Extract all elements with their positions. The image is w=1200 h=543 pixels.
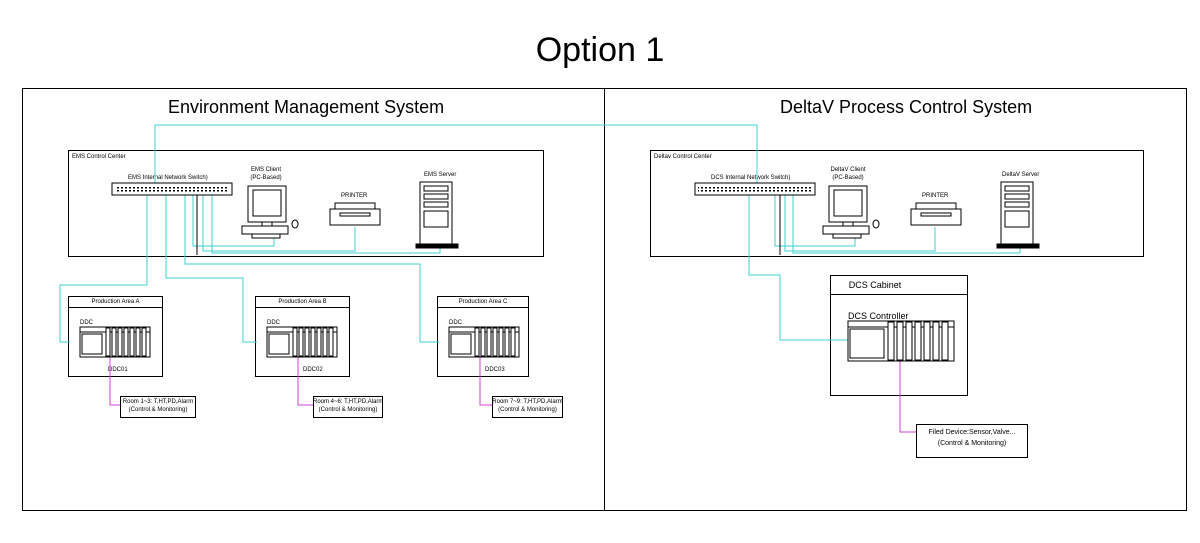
link-switch-printer-dcs [784, 195, 936, 252]
dcs-server-icon [996, 181, 1040, 249]
production-area-a-label: Production Area A [91, 299, 140, 305]
dcs-printer-label: PRINTER [922, 193, 949, 199]
ems-server-label: EMS Server [424, 172, 457, 178]
production-area-c-label: Production Area C [458, 299, 508, 305]
dcs-cabinet-divider [830, 294, 968, 295]
field-links [109, 357, 916, 433]
ems-system-title: Environment Management System [168, 97, 445, 117]
link-switch-client-dcs [774, 195, 856, 247]
dcs-server-label: DeltaV Server [1002, 172, 1040, 178]
field-device-line2: (Control & Monitoring) [937, 440, 1007, 447]
room-box-2-line1: Room 4~6: T,HT,PD,Alarm [313, 399, 384, 405]
field-device-line1: Filed Device:Sensor,Valve... [928, 429, 1016, 436]
dcs-network-links [748, 195, 1021, 341]
page-title: Option 1 [535, 31, 665, 69]
production-area-c [437, 296, 529, 377]
production-area-b-divider [255, 307, 350, 308]
dcs-cabinet [830, 275, 968, 396]
link-switch-ddc01 [59, 195, 148, 343]
dcs-control-center [650, 150, 1144, 257]
link-switch-cabinet [748, 195, 850, 341]
dcs-panel [604, 88, 1187, 511]
link-switch-server-dcs [792, 195, 1021, 254]
link-switch-printer-ems [202, 195, 356, 252]
link-switch-server-ems [211, 195, 441, 254]
production-area-a-divider [68, 307, 163, 308]
link-switch-client-ems [192, 195, 275, 247]
production-area-c-divider [437, 307, 529, 308]
ems-control-center-label: EMS Control Center [72, 154, 126, 160]
production-area-b-label: Production Area B [278, 299, 327, 305]
dcs-switch-label: DCS Internal Network Switch) [711, 175, 791, 181]
room-box-3-line1: Room 7~9: T,HT,PD,Alarm [492, 399, 563, 405]
ddc01-rack-icon [79, 326, 151, 358]
room-box-1-line2: (Control & Monitoring) [128, 407, 188, 413]
ems-dcs-trunk-link [154, 124, 758, 188]
field-device-box [916, 424, 1028, 458]
ems-server-icon [415, 181, 459, 249]
ems-switch-icon [111, 182, 233, 196]
ddc01-id: DDC01 [108, 367, 128, 373]
dcs-controller-rack-icon [847, 320, 955, 362]
ddc03-tag: DDC [449, 320, 462, 326]
dcs-printer-icon [910, 202, 962, 226]
dcs-client-pc-icon [822, 185, 880, 239]
ems-client-label-1: EMS Client [250, 167, 281, 173]
ddc02-id: DDC02 [303, 367, 323, 373]
dcs-client-label-1: DeltaV Client [830, 167, 866, 173]
room-box-2 [313, 396, 383, 418]
link-controller-field [899, 360, 916, 433]
ddc02-tag: DDC [267, 320, 280, 326]
dcs-switch-icon [694, 182, 816, 196]
link-switch-ddc02 [165, 195, 257, 343]
link-ddc01-room [109, 357, 120, 406]
dcs-controller-label: DCS Controller [848, 311, 909, 321]
dcs-client-label-2: (PC-Based) [832, 175, 864, 181]
link-switch-ddc03 [184, 195, 439, 343]
ems-network-links [59, 124, 758, 343]
room-box-3 [492, 396, 563, 418]
room-box-1 [120, 396, 196, 418]
ddc03-id: DDC03 [485, 367, 505, 373]
black-links [196, 195, 781, 255]
ems-control-center [68, 150, 544, 257]
dcs-control-center-label: Deltav Control Center [654, 154, 712, 160]
room-box-3-line2: (Control & Monitoring) [498, 407, 557, 413]
ems-printer-icon [329, 202, 381, 226]
ems-switch-label: EMS Internal Network Switch) [128, 175, 208, 181]
production-area-b [255, 296, 350, 377]
room-box-1-line1: Room 1~3: T,HT,PD,Alarm [122, 399, 194, 405]
ems-client-label-2: (PC-Based) [250, 175, 282, 181]
link-ddc02-room [297, 357, 313, 406]
ddc02-rack-icon [266, 326, 338, 358]
ems-client-pc-icon [241, 185, 299, 239]
link-ddc03-room [479, 357, 492, 406]
ems-printer-label: PRINTER [341, 193, 368, 199]
dcs-cabinet-label: DCS Cabinet [848, 280, 902, 290]
dcs-system-title: DeltaV Process Control System [780, 97, 1033, 117]
production-area-a [68, 296, 163, 377]
ddc01-tag: DDC [80, 320, 93, 326]
room-box-2-line2: (Control & Monitoring) [318, 407, 378, 413]
ddc03-rack-icon [448, 326, 520, 358]
